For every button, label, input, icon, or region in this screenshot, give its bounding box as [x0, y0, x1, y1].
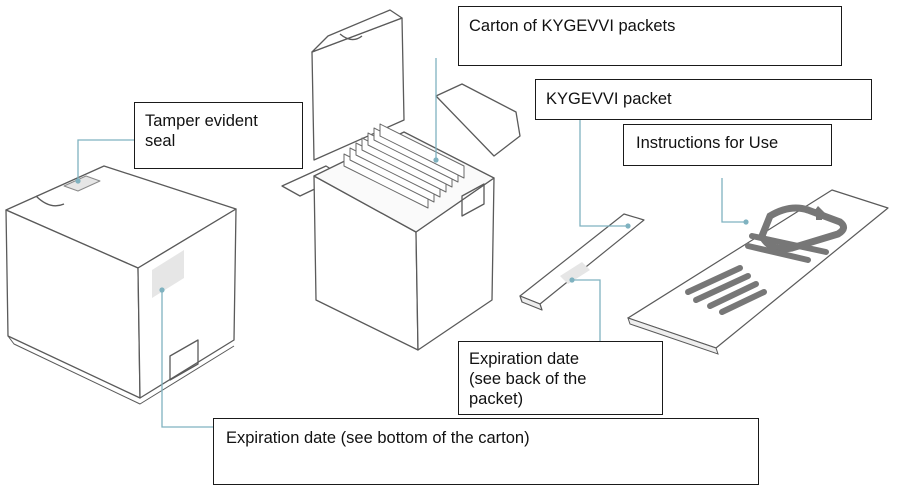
- callout-expiration-packet-line-2: (see back of the: [469, 370, 587, 388]
- packet-edge: [519, 295, 543, 311]
- callout-expiration-carton-text: Expiration date (see bottom of the carto…: [226, 429, 530, 447]
- leader-line-instructions: [721, 178, 746, 223]
- packet-expiration-patch: [560, 262, 590, 284]
- leaflet-arrow-icon: [812, 206, 826, 220]
- leader-line-tamper-seal: [77, 139, 134, 181]
- leaflet-body: [627, 189, 889, 349]
- callout-carton-text: Carton of KYGEVVI packets: [469, 17, 676, 35]
- leader-dots: [75, 157, 749, 293]
- closed-carton-thumb-notch: [35, 195, 65, 207]
- open-carton: [281, 9, 521, 351]
- callout-tamper-seal-line-2: seal: [145, 132, 176, 150]
- carton-packets: [343, 123, 465, 209]
- open-carton-lid-notch: [339, 33, 363, 41]
- open-carton-right-flap: [435, 83, 521, 157]
- leader-line-packet: [579, 120, 628, 227]
- callout-packet-text: KYGEVVI packet: [546, 90, 672, 108]
- expiration-date-patch: [152, 250, 184, 298]
- callout-expiration-packet-line-1: Expiration date: [469, 350, 580, 368]
- instructions-leaflet: [627, 189, 889, 355]
- packet-body: [519, 213, 645, 305]
- leader-lines: [77, 58, 746, 428]
- callout-expiration-packet-line-3: packet): [469, 390, 524, 408]
- leader-line-expiration-packet: [572, 279, 601, 341]
- callout-tamper-seal-line-1: Tamper evident: [145, 112, 258, 130]
- leaflet-illustration: [685, 204, 847, 315]
- callout-packet: KYGEVVI packet: [535, 79, 872, 120]
- callout-tamper-evident-seal: Tamper evident seal: [134, 102, 303, 169]
- callout-expiration-packet: Expiration date (see back of the packet): [458, 341, 663, 415]
- open-carton-side-tab: [461, 183, 485, 217]
- kygevvi-packet: [519, 213, 645, 311]
- closed-carton-bottom-edge: [7, 335, 235, 405]
- callout-instructions-for-use: Instructions for Use: [623, 124, 832, 166]
- callout-expiration-carton: Expiration date (see bottom of the carto…: [213, 418, 759, 485]
- open-carton-lid-tab: [311, 9, 403, 53]
- closed-carton: [5, 165, 237, 405]
- callout-instructions-text: Instructions for Use: [636, 134, 779, 152]
- leaflet-thickness: [627, 317, 719, 355]
- closed-carton-bottom-flap: [169, 339, 199, 381]
- leader-line-expiration-carton: [161, 290, 213, 428]
- callout-carton: Carton of KYGEVVI packets: [458, 6, 842, 66]
